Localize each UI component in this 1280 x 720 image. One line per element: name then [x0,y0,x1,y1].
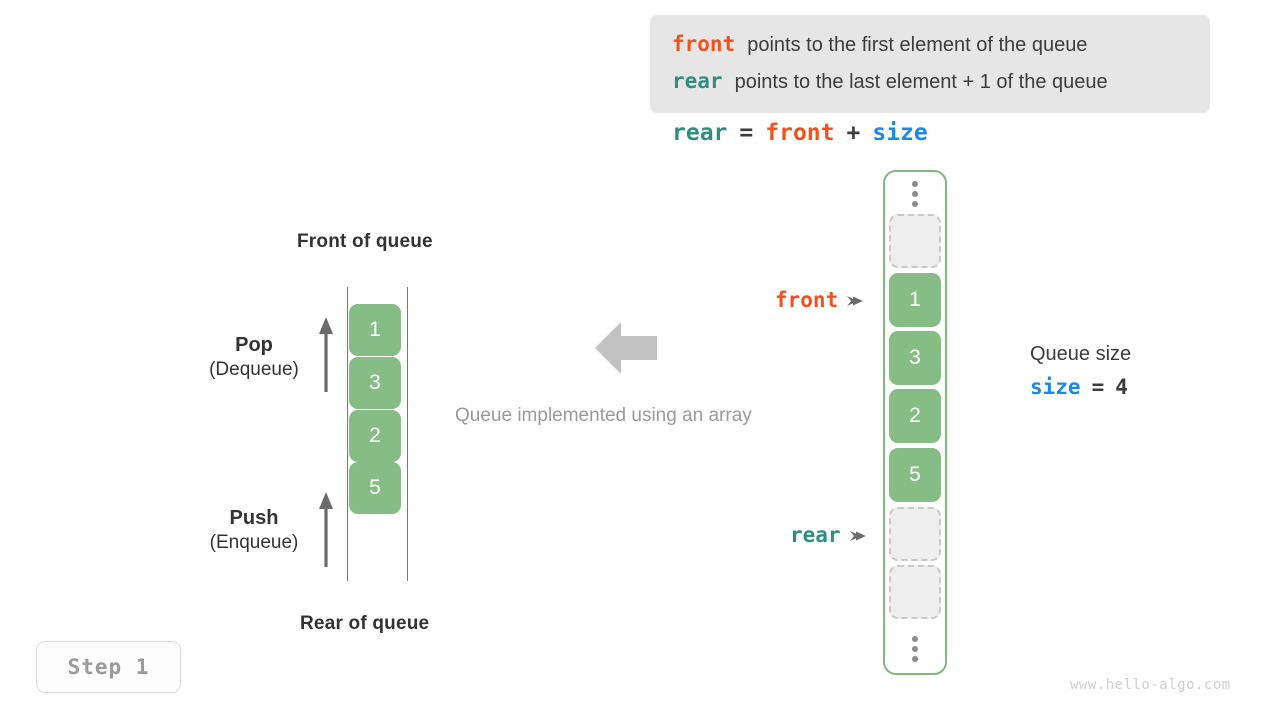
dot [912,646,918,652]
dot [912,656,918,662]
rear-pointer-label: rear [790,523,867,547]
queue-size-title: Queue size [1030,343,1132,365]
queue-cell: 3 [349,357,401,409]
array-cell-filled: 5 [889,448,941,502]
front-of-queue-label: Front of queue [297,231,433,252]
array-cell-empty [889,214,941,268]
step-badge: Step 1 [36,641,181,693]
formula-size-term: size [872,120,928,146]
pop-name: Pop [235,334,273,356]
push-arrow-icon [319,492,333,567]
queue-cell: 2 [349,410,401,462]
rear-formula: rear = front + size [672,120,928,146]
front-pointer-label: front [775,288,864,312]
formula-rear-term: rear [672,120,728,146]
queue-cell: 1 [349,304,401,356]
size-variable: size [1030,375,1081,399]
queue-rail-right [407,287,408,581]
array-cell-empty [889,507,941,561]
size-equals: = [1091,375,1105,399]
dot [912,636,918,642]
left-arrow-icon [595,322,657,374]
array-ellipsis-top [908,181,922,207]
note-line-rear: rear points to the last element + 1 of t… [672,66,1188,97]
front-pointer-text: front [775,288,839,312]
rear-description: points to the last element + 1 of the qu… [734,71,1108,93]
push-operation-label: Push (Enqueue) [195,507,313,554]
pop-operation-label: Pop (Dequeue) [195,334,313,381]
rear-keyword: rear [672,69,723,93]
rear-of-queue-label: Rear of queue [300,613,430,634]
rear-pointer-text: rear [790,523,841,547]
array-cell-filled: 3 [889,331,941,385]
watermark: www.hello-algo.com [1070,677,1231,693]
center-caption: Queue implemented using an array [455,405,752,426]
dot [912,201,918,207]
pointer-arrowhead-icon [847,288,864,312]
array-cell-filled: 1 [889,273,941,327]
formula-plus: + [846,120,861,146]
formula-front-term: front [765,120,835,146]
array-ellipsis-bottom [908,636,922,662]
array-cell-empty [889,565,941,619]
queue-size-annotation: Queue size size = 4 [1030,343,1131,399]
size-value: 4 [1115,375,1128,399]
array-cell-filled: 2 [889,389,941,443]
dot [912,181,918,187]
queue-rail-left [347,287,348,581]
definition-note-box: front points to the first element of the… [650,15,1210,113]
pointer-arrowhead-icon [849,523,867,547]
note-line-front: front points to the first element of the… [672,29,1188,60]
front-description: points to the first element of the queue [747,34,1088,56]
push-sub: (Enqueue) [209,532,299,553]
queue-cell: 5 [349,462,401,514]
dot [912,191,918,197]
push-name: Push [229,507,279,529]
pop-arrow-icon [319,317,333,392]
front-keyword: front [672,32,736,56]
pop-sub: (Dequeue) [209,359,299,380]
formula-equals: = [739,120,754,146]
queue-size-expression: size = 4 [1030,375,1131,399]
